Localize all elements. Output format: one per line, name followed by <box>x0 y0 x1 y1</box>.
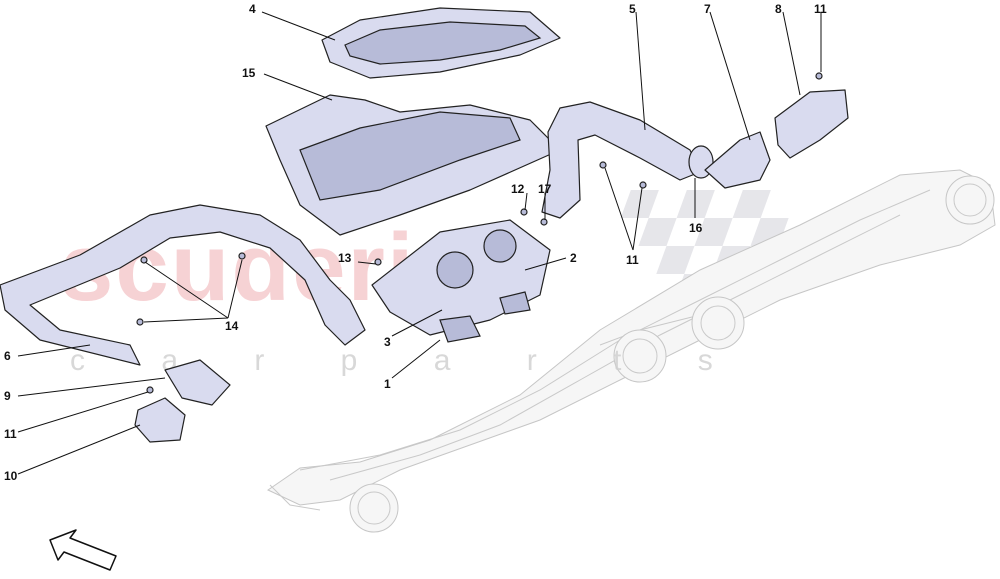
callout-4: 4 <box>249 2 256 16</box>
screw-group <box>136 72 823 394</box>
callout-15: 15 <box>242 66 256 80</box>
callout-3: 3 <box>384 335 391 349</box>
callout-11-bottom: 11 <box>4 427 17 441</box>
callout-14: 14 <box>225 319 239 333</box>
callout-9: 9 <box>4 389 11 403</box>
callout-11-middle: 11 <box>626 253 639 267</box>
part-5-duct-pipe <box>541 101 701 219</box>
direction-arrow-icon <box>49 529 117 571</box>
callout-10: 10 <box>4 469 18 483</box>
leader-lines <box>17 11 822 475</box>
part-7-elbow <box>704 131 771 189</box>
dashboard-ghost-outline <box>266 169 996 533</box>
callout-labels: 4 15 5 7 8 11 16 11 2 12 17 13 3 1 14 6 … <box>4 2 827 483</box>
part-10-vent-nozzle <box>134 397 186 443</box>
part-15-housing <box>265 94 561 236</box>
part-6-air-tube <box>0 204 366 366</box>
callout-8: 8 <box>775 2 782 16</box>
callout-1: 1 <box>384 377 391 391</box>
callout-2: 2 <box>570 251 577 265</box>
part-2-blower-unit <box>371 219 551 343</box>
callout-17: 17 <box>538 182 552 196</box>
part-9-connector <box>164 359 231 406</box>
callout-16: 16 <box>689 221 703 235</box>
callout-11-top: 11 <box>814 2 827 16</box>
callout-5: 5 <box>629 2 636 16</box>
callout-7: 7 <box>704 2 711 16</box>
callout-6: 6 <box>4 349 11 363</box>
callout-13: 13 <box>338 251 352 265</box>
part-4-duct-frame <box>321 7 561 79</box>
part-8-vent-duct <box>774 89 849 159</box>
callout-12: 12 <box>511 182 525 196</box>
